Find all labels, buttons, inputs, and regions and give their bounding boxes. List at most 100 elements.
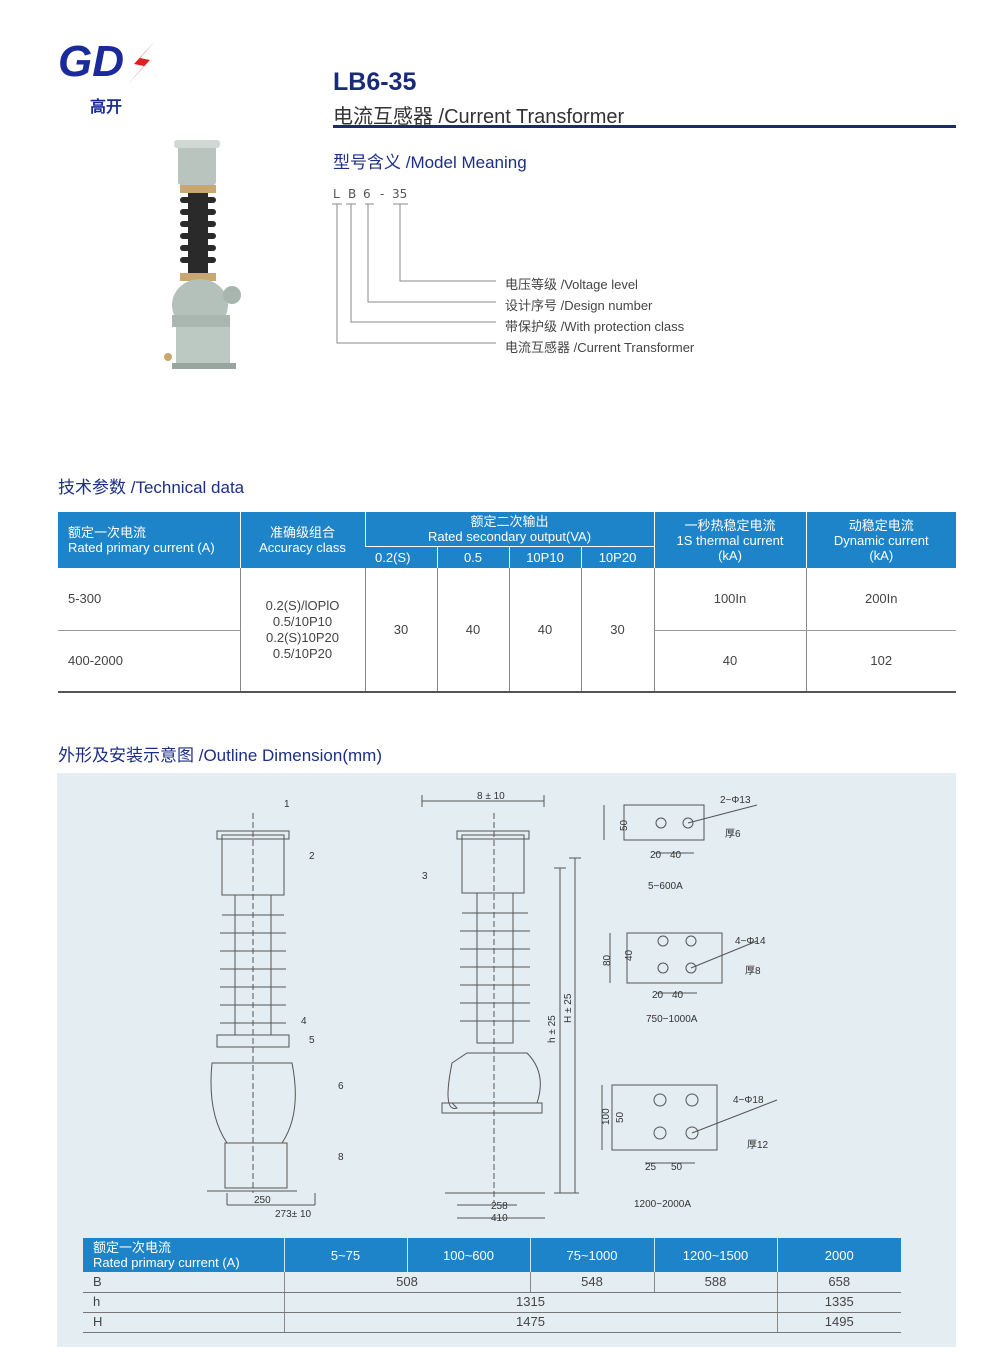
value-cell: 1475 bbox=[283, 1312, 777, 1333]
side-dim: 410 bbox=[491, 1213, 508, 1224]
plate-thickness: 厚8 bbox=[745, 965, 761, 977]
header-output-02s: 0.2(S) bbox=[365, 546, 437, 568]
model-code-dash: - bbox=[380, 187, 385, 201]
part-label: 8 bbox=[338, 1152, 344, 1163]
product-photo bbox=[164, 140, 241, 369]
product-subtitle: 电流互感器 /Current Transformer bbox=[333, 106, 625, 128]
column-header: 2000 bbox=[776, 1238, 901, 1272]
company-logo: GD 高开 bbox=[58, 34, 158, 118]
header-output-10p10: 10P10 bbox=[508, 546, 581, 568]
value-cell: 1315 bbox=[283, 1292, 777, 1313]
plate-dim: 80 bbox=[602, 954, 613, 966]
side-view-drawing bbox=[421, 795, 581, 1219]
table-row: B 508 548 588 658 bbox=[83, 1272, 901, 1293]
row-label: H bbox=[83, 1312, 284, 1333]
meaning-protection-class: 带保护级 /With protection class bbox=[505, 319, 685, 334]
value-cell: 658 bbox=[776, 1272, 901, 1293]
thermal-current-cell: 100In bbox=[653, 568, 806, 631]
row-label: h bbox=[83, 1292, 284, 1313]
model-code-leaders bbox=[332, 203, 496, 344]
plate-dim: 40 bbox=[670, 850, 682, 861]
plate-dim: 25 bbox=[645, 1162, 657, 1173]
value-cell: 1335 bbox=[776, 1292, 901, 1313]
plate-dim: 40 bbox=[624, 949, 635, 961]
part-label: 2 bbox=[309, 851, 315, 862]
plate-dim: 50 bbox=[615, 1111, 626, 1123]
table-row: h 1315 1335 bbox=[83, 1292, 901, 1313]
front-view-drawing bbox=[207, 813, 316, 1206]
header-output-10p20: 10P20 bbox=[580, 546, 654, 568]
front-dim: 273± 10 bbox=[275, 1209, 312, 1220]
logo-chinese: 高开 bbox=[90, 97, 122, 116]
terminal-plate-drawings bbox=[601, 804, 778, 1164]
table-row: H 1475 1495 bbox=[83, 1312, 901, 1333]
plate-thickness: 厚6 bbox=[725, 828, 741, 840]
plate-dim: 50 bbox=[671, 1162, 683, 1173]
model-code-B: B bbox=[348, 187, 357, 201]
side-dim: 258 bbox=[491, 1201, 508, 1212]
row-label: B bbox=[83, 1272, 284, 1293]
side-dim: H ± 25 bbox=[563, 993, 574, 1023]
value-cell: 1495 bbox=[776, 1312, 901, 1333]
value-cell: 508 bbox=[283, 1272, 530, 1293]
plate-range: 750−1000A bbox=[646, 1014, 698, 1025]
logo-letters: GD bbox=[58, 37, 124, 86]
side-dim: 8 ± 10 bbox=[477, 791, 505, 802]
plate-holes: 4−Φ18 bbox=[733, 1095, 764, 1106]
plate-dim: 20 bbox=[652, 990, 664, 1001]
title-rule bbox=[333, 125, 956, 128]
column-header: 75~1000 bbox=[529, 1238, 654, 1272]
part-label: 6 bbox=[338, 1081, 344, 1092]
value-cell: 588 bbox=[653, 1272, 777, 1293]
lightning-bolt-icon bbox=[126, 40, 156, 86]
dynamic-current-cell: 102 bbox=[805, 630, 956, 692]
column-header: 5~75 bbox=[283, 1238, 407, 1272]
dynamic-current-cell: 200In bbox=[805, 568, 956, 631]
output-cell: 40 bbox=[436, 568, 509, 693]
primary-current-cell: 5-300 bbox=[58, 568, 240, 631]
output-cell: 40 bbox=[508, 568, 581, 693]
header-output-05: 0.5 bbox=[436, 546, 509, 568]
outline-drawings: 1 2 3 4 5 6 8 250 273± 10 8 ± 10 h ± 25 … bbox=[207, 791, 778, 1224]
side-dim: h ± 25 bbox=[547, 1015, 558, 1043]
column-header: 1200~1500 bbox=[653, 1238, 777, 1272]
part-label: 1 bbox=[284, 799, 290, 810]
output-cell: 30 bbox=[580, 568, 654, 693]
model-code-6: 6 bbox=[363, 187, 371, 201]
meaning-voltage-level: 电压等级 /Voltage level bbox=[505, 277, 638, 292]
plate-holes: 4−Φ14 bbox=[735, 936, 766, 947]
primary-current-cell: 400-2000 bbox=[68, 653, 123, 669]
part-label: 5 bbox=[309, 1035, 315, 1046]
meaning-design-number: 设计序号 /Design number bbox=[505, 298, 653, 313]
model-title: LB6-35 bbox=[333, 68, 417, 96]
plate-range: 1200−2000A bbox=[634, 1199, 691, 1210]
plate-dim: 20 bbox=[650, 850, 662, 861]
outline-dimension-heading: 外形及安装示意图 /Outline Dimension(mm) bbox=[58, 746, 382, 765]
value-cell: 548 bbox=[529, 1272, 654, 1293]
model-meaning-heading: 型号含义 /Model Meaning bbox=[333, 153, 527, 172]
plate-dim: 100 bbox=[601, 1108, 612, 1125]
part-label: 4 bbox=[301, 1016, 307, 1027]
plate-dim: 50 bbox=[619, 819, 630, 831]
plate-thickness: 厚12 bbox=[747, 1139, 769, 1151]
plate-dim: 40 bbox=[672, 990, 684, 1001]
thermal-current-cell: 40 bbox=[653, 630, 806, 692]
table-row: 400-2000 40 102 bbox=[58, 630, 956, 692]
technical-data-heading: 技术参数 /Technical data bbox=[58, 478, 245, 497]
front-dim: 250 bbox=[254, 1195, 271, 1206]
model-code-35: 35 bbox=[392, 187, 408, 201]
part-label: 3 bbox=[422, 871, 428, 882]
column-header: 100~600 bbox=[406, 1238, 530, 1272]
plate-holes: 2−Φ13 bbox=[720, 795, 751, 806]
meaning-current-transformer: 电流互感器 /Current Transformer bbox=[505, 340, 695, 355]
